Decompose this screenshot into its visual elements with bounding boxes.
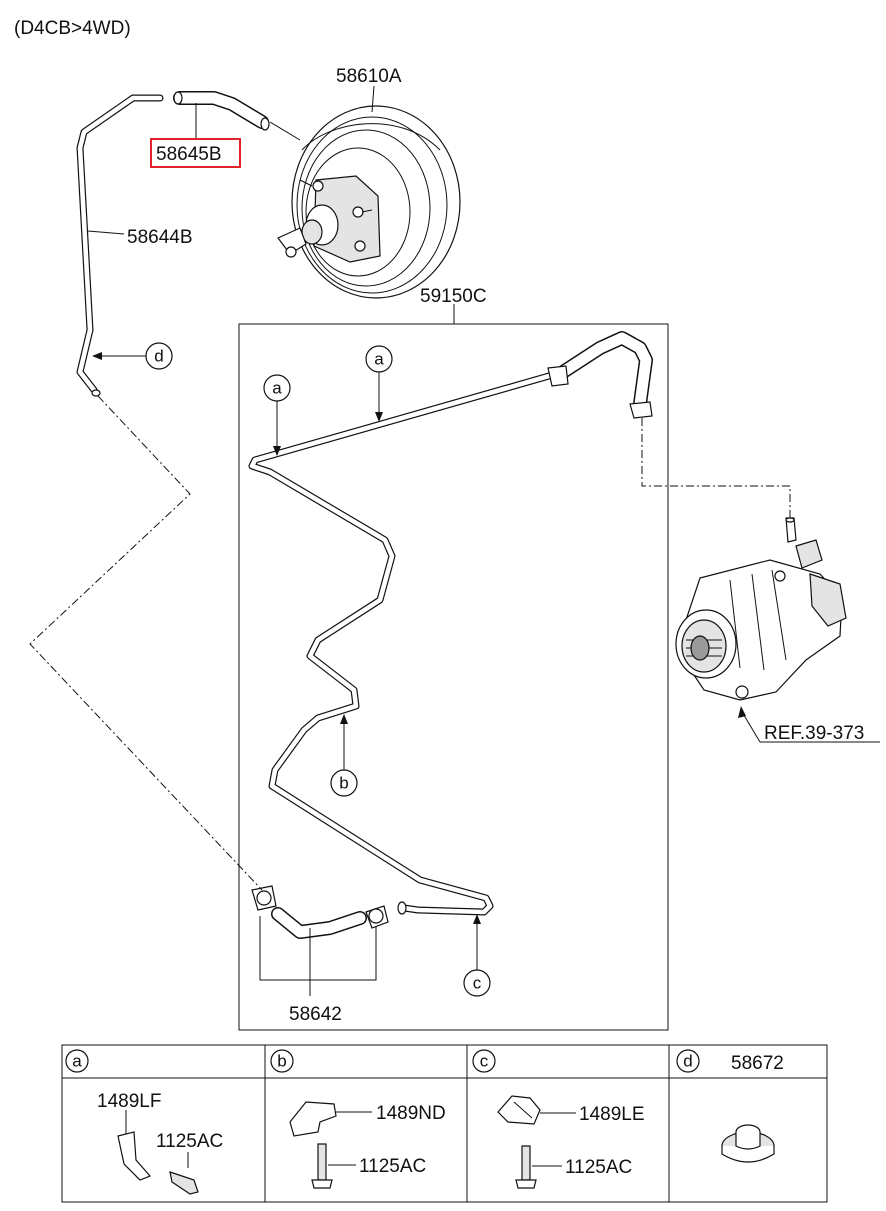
- legend-b-item-1: 1489ND: [376, 1103, 446, 1124]
- svg-text:c: c: [473, 974, 482, 993]
- label-59150c: 59150C: [420, 286, 487, 307]
- hose-58645b: [173, 91, 270, 131]
- tube-58644b: [76, 94, 164, 397]
- label-58644b: 58644B: [127, 227, 193, 248]
- callout-c[interactable]: c: [463, 914, 491, 997]
- vacuum-line-assembly-box: [238, 323, 669, 1031]
- variant-label: (D4CB>4WD): [14, 18, 131, 39]
- svg-text:a: a: [374, 350, 384, 369]
- label-ref-39-373[interactable]: REF.39-373: [764, 723, 864, 744]
- legend-table: [61, 1044, 828, 1203]
- svg-text:a: a: [72, 1052, 82, 1071]
- svg-text:c: c: [480, 1052, 489, 1071]
- label-58642: 58642: [289, 1004, 342, 1025]
- legend-cell-d: d 58672: [676, 1049, 784, 1163]
- brake-booster-58610a: [269, 105, 461, 299]
- label-58645b[interactable]: 58645B: [156, 144, 222, 165]
- svg-text:d: d: [154, 347, 163, 366]
- vacuum-pipe: [248, 370, 560, 916]
- legend-a-item-1: 1489LF: [97, 1091, 161, 1112]
- legend-cell-b: b 1489ND 1125AC: [270, 1049, 446, 1189]
- legend-cell-c: c 1489LE 1125AC: [472, 1049, 645, 1189]
- legend-c-item-2: 1125AC: [565, 1157, 632, 1178]
- callout-d[interactable]: d: [92, 342, 173, 370]
- legend-cell-a: a 1489LF 1125AC: [65, 1049, 223, 1195]
- pump-hose: [547, 331, 653, 419]
- callout-b[interactable]: b: [330, 714, 358, 797]
- legend-a-item-2: 1125AC: [156, 1131, 223, 1152]
- callout-a-upper[interactable]: a: [365, 345, 393, 422]
- svg-text:b: b: [277, 1052, 286, 1071]
- callout-a-left[interactable]: a: [263, 374, 291, 456]
- legend-c-item-1: 1489LE: [579, 1104, 645, 1125]
- hose-58642: [251, 885, 389, 939]
- selected-part-highlight: [150, 138, 241, 168]
- svg-text:d: d: [683, 1052, 692, 1071]
- vacuum-pump-alternator: [675, 517, 847, 701]
- legend-b-item-2: 1125AC: [359, 1156, 426, 1177]
- label-58610a: 58610A: [336, 66, 402, 87]
- legend-d-title: 58672: [731, 1053, 784, 1074]
- svg-text:b: b: [339, 774, 348, 793]
- svg-text:a: a: [272, 379, 282, 398]
